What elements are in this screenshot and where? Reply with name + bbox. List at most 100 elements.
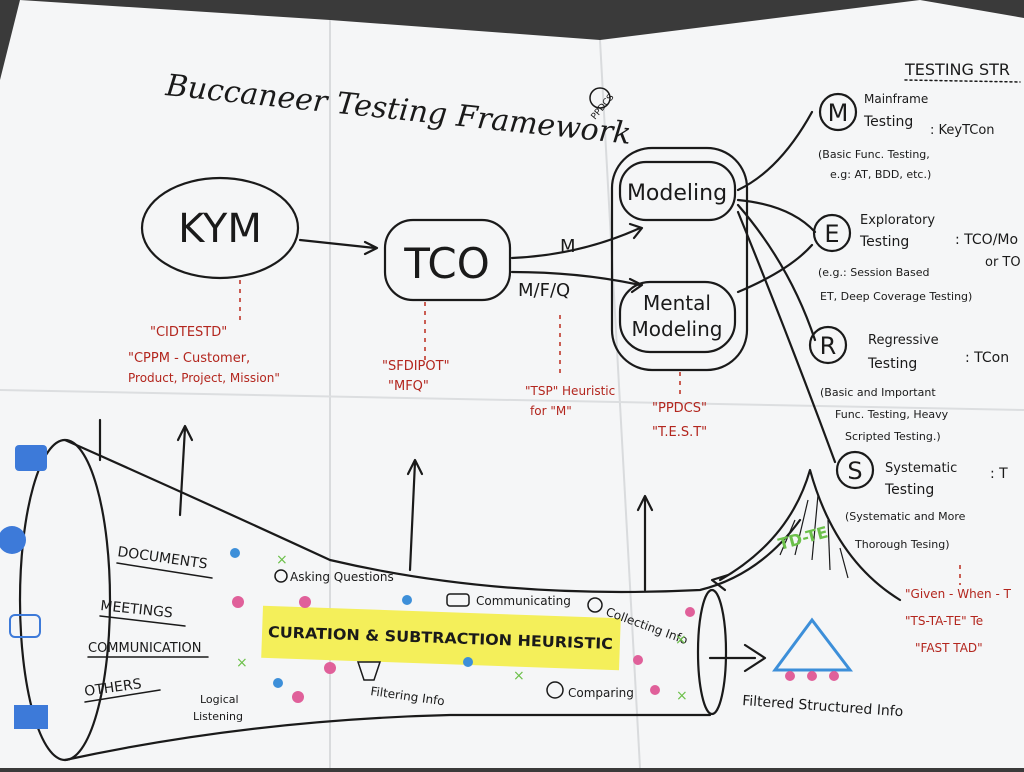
tco-to-modeling-arrow [510,226,642,260]
regressive-name-2: Testing [867,356,917,372]
stamp-icon [589,87,611,109]
mail-icon [14,705,48,729]
activity-asking: Asking Questions [290,570,394,584]
activity-listening-2: Listening [193,710,243,723]
exploratory-desc-2: ET, Deep Coverage Testing) [820,290,972,303]
team-icon [0,526,26,554]
exploratory-letter-circle [812,213,852,253]
message-icon [9,614,41,638]
comparing-icon [546,681,564,699]
tco-note-1: "SFDIPOT" [382,359,450,374]
strategy-header-underline [904,79,1021,83]
mainframe-desc-1: (Basic Func. Testing, [818,148,930,161]
kym-note-3: Product, Project, Mission" [128,371,280,385]
up-arrow-2 [408,460,417,572]
mark-green: × [236,655,248,671]
exploratory-desc-1: (e.g.: Session Based [818,266,929,279]
modeling-to-s-arrow [736,210,837,464]
paper-fold-3 [0,389,1024,411]
dot-pink [292,691,304,703]
heuristic-highlight [261,605,621,671]
dot-pink [324,662,336,674]
activity-listening-1: Logical [200,693,239,706]
dot-pink [650,685,660,695]
funnel-outlet [696,588,728,716]
systematic-letter: S [847,457,862,485]
model-note-2: "T.E.S.T" [652,425,707,440]
funnel-bottom-edge [63,713,712,762]
dot-pink [685,607,695,617]
up-arrow-1 [178,426,187,517]
td-te-hatching [779,494,849,579]
structured-info-icon [772,617,854,672]
kym-label: KYM [178,206,262,252]
chat-icon [15,445,47,471]
dot-blue [463,657,473,667]
input-communication: COMMUNICATION [88,641,202,656]
dot-blue [230,548,240,558]
regressive-desc-3: Scripted Testing.) [845,430,941,443]
dot-pink [829,671,839,681]
communicating-icon [446,593,470,607]
arrowhead [743,643,767,673]
question-icon [274,569,288,583]
dot-pink [633,655,643,665]
exploratory-key: : TCO/Mo [955,232,1018,248]
exploratory-letter: E [824,220,839,248]
collecting-icon [587,597,603,613]
model-note-1: "PPDCS" [652,401,707,416]
arrowhead [636,494,654,512]
input-others: OTHERS [83,676,142,700]
dot-blue [273,678,283,688]
systematic-letter-circle [835,450,875,490]
mental-label-line1: Mental [643,291,711,315]
td-te-curve [718,468,902,602]
tco-to-mental-arrow [510,270,642,287]
tco-label: TCO [403,239,490,288]
modeling-to-m-arrow [736,110,814,192]
dot-pink [299,596,311,608]
regressive-key: : TCon [965,350,1009,366]
kym-node [140,176,300,280]
input-others-underline [84,689,161,703]
exploratory-name-1: Exploratory [860,213,935,228]
mainframe-letter: M [828,99,849,127]
arrowhead [628,277,644,294]
kym-note-1: "CIDTESTD" [150,325,227,340]
mainframe-letter-circle [818,92,858,132]
regressive-name-1: Regressive [868,333,939,348]
regressive-desc-1: (Basic and Important [820,386,936,399]
systematic-name-1: Systematic [885,461,957,476]
strategy-header: TESTING STR [904,60,1010,79]
arrowhead [176,424,194,442]
systematic-name-2: Testing [884,482,934,498]
activity-communicating: Communicating [476,594,571,608]
dot-pink [785,671,795,681]
activity-comparing: Comparing [568,686,634,700]
modeling-node [618,160,737,222]
modeling-group [610,146,749,372]
mainframe-name-1: Mainframe [864,92,928,106]
mark-green: × [675,632,687,648]
tco-note-2: "MFQ" [388,379,429,394]
input-meetings-underline [99,615,186,627]
edge-label-m: M [560,236,576,257]
systematic-desc-1: (Systematic and More [845,510,966,523]
arrowhead [628,222,644,240]
mark-green: × [676,688,688,704]
modeling-label: Modeling [627,181,727,206]
edge-label-mfq: M/F/Q [518,280,570,301]
systematic-red-note-1: "Given - When - T [905,587,1012,601]
regressive-letter: R [820,332,837,360]
arrowhead [363,240,379,256]
dot-pink [232,596,244,608]
exploratory-name-2: Testing [859,234,909,250]
mainframe-desc-2: e.g: AT, BDD, etc.) [830,168,931,181]
modeling-to-e-arrow [736,198,817,234]
kym-to-tco-arrow [298,238,377,250]
mainframe-name-2: Testing [863,114,913,130]
dot-blue [402,595,412,605]
